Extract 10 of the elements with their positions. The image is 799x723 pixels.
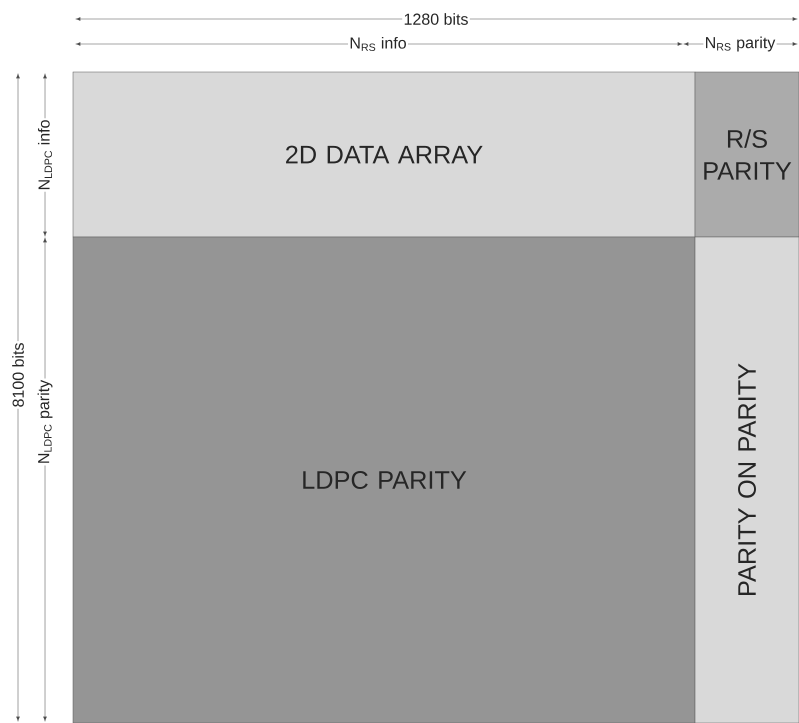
block: 2D DATA ARRAY xyxy=(72,72,696,238)
dimension-label: N$_{LDPC}$ info xyxy=(36,118,54,192)
block: LDPC PARITY xyxy=(72,236,696,723)
dimension-label: N$_{LDPC}$ parity xyxy=(36,378,54,466)
block: PARITY ON PARITY xyxy=(694,236,799,723)
dimension-label: N$_{RS}$ info xyxy=(348,36,408,52)
dimension-label: N$_{RS}$ parity xyxy=(703,35,777,53)
dimension-label: 1280 bits xyxy=(402,12,470,26)
dimension-label: 8100 bits xyxy=(10,341,26,409)
block: R/S PARITY xyxy=(694,72,799,238)
